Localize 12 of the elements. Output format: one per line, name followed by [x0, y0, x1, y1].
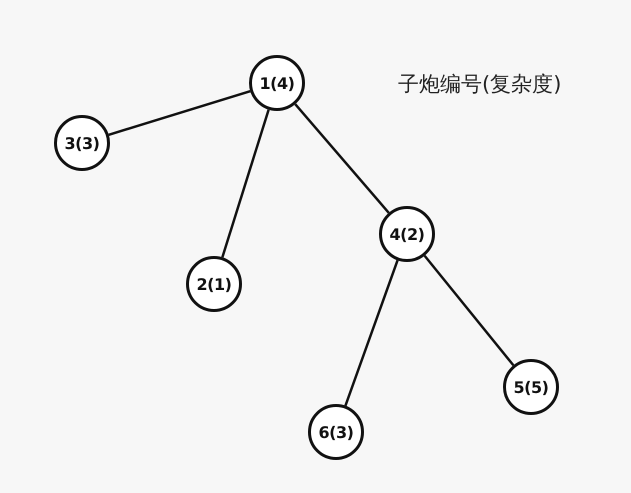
circle-node: 5(5)	[503, 359, 559, 415]
connector-line	[221, 109, 270, 258]
note-text: 子炮编号(复杂度)	[398, 71, 562, 98]
circle-node: 4(2)	[379, 206, 435, 262]
circle-node: 3(3)	[54, 115, 110, 171]
circle-node: 6(3)	[308, 404, 364, 460]
connector-line	[424, 254, 514, 366]
circle-node: 1(4)	[249, 55, 305, 111]
connector-line	[108, 90, 251, 136]
circle-node: 2(1)	[186, 256, 242, 312]
connector-line	[344, 260, 399, 406]
connector-line	[294, 103, 390, 214]
